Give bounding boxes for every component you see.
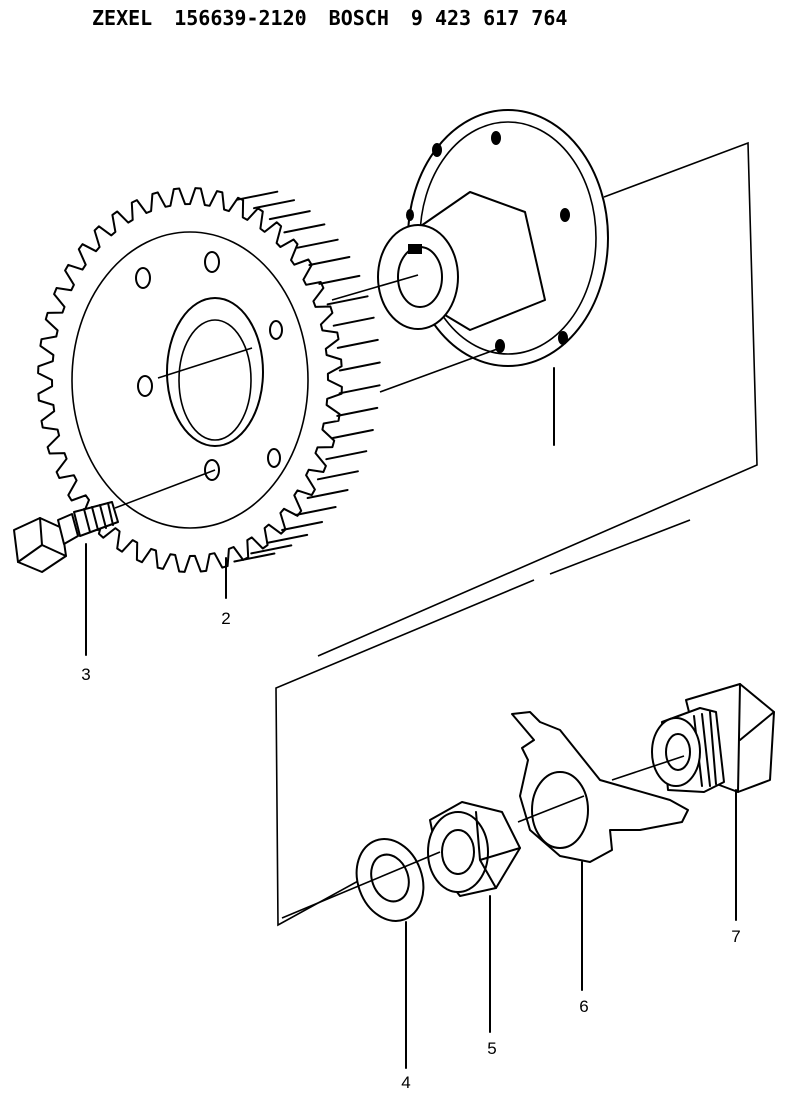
gear-helix-line [332,316,375,327]
axis-line-gear-center [157,347,253,379]
upper-group-frame [317,141,758,657]
lock-plate [511,711,689,863]
gear-helix-line [283,223,326,234]
hex-nut [427,801,521,897]
document-header: ZEXEL 156639-2120 BOSCH 9 423 617 764 [92,6,589,30]
gear-helix-line [306,489,349,499]
part-number-bosch: 9 423 617 764 [410,6,568,30]
axis-line-lower-c [611,755,685,781]
threaded-plug [651,683,775,793]
callout-3: 3 [81,665,90,684]
gear-helix-line [296,238,339,249]
gear-helix-line [318,274,361,285]
gear-helix-line [326,295,369,306]
gear-helix-line [253,199,295,210]
gear-helix-line [316,470,359,481]
axis-line-hub-key [331,274,419,301]
callout-2: 2 [221,609,230,628]
gear-helix-line [266,533,309,544]
axis-line-hub-hole [379,347,501,393]
part-number-zexel: 156639-2120 [174,6,307,30]
gear-helix-line [281,521,324,531]
gear-helix-line [336,338,379,349]
axis-line-bolt [114,469,216,509]
axis-line-lower-b [517,795,585,823]
callout-5: 5 [487,1039,496,1058]
gear-helix-line [233,552,276,563]
gear-helix-line [294,506,337,516]
bolt [13,501,119,573]
gear-helix-line [325,450,368,461]
lower-frame-top-edge [549,519,691,575]
gear-helix-line [236,190,279,201]
callout-7: 7 [731,927,740,946]
gear-helix-line [338,384,381,395]
gear-helix-line [331,429,374,439]
gear-helix-line [250,544,293,555]
washer [355,838,425,922]
callout-4: 4 [401,1073,410,1092]
brand-bosch: BOSCH [328,6,389,30]
gear-helix-line [338,361,381,372]
hub-flange [377,109,609,367]
gear-helix-line [336,406,379,417]
callout-6: 6 [579,997,588,1016]
brand-zexel: ZEXEL [92,6,153,30]
gear-helix-line [268,210,311,221]
gear-helix-line [308,256,351,266]
gear [37,187,381,573]
axis-line-lower-a [281,851,441,919]
